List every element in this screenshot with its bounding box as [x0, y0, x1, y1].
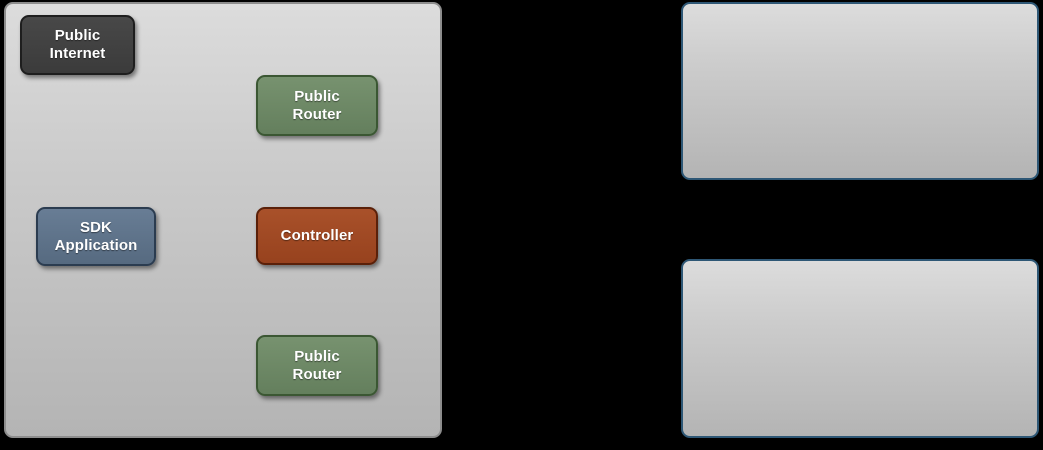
node-controller-label: Controller	[280, 227, 354, 245]
zone-public-network: Public Internet Public Router SDK Applic…	[4, 2, 442, 438]
node-sdk-application-label: SDK Application	[54, 218, 138, 254]
zone-private-network-2: Private Network 2 Private Router Applica…	[681, 259, 1039, 438]
node-public-internet-label: Public Internet	[49, 27, 106, 62]
node-public-router-top[interactable]: Public Router	[256, 75, 378, 136]
zone-private-network-1: Private Network 1 Private Router Applica…	[681, 2, 1039, 180]
node-public-internet[interactable]: Public Internet	[20, 15, 135, 75]
node-public-router-top-label: Public Router	[292, 87, 342, 123]
node-public-router-bottom-label: Public Router	[292, 347, 342, 383]
node-controller[interactable]: Controller	[256, 207, 378, 265]
node-public-router-bottom[interactable]: Public Router	[256, 335, 378, 396]
node-sdk-application[interactable]: SDK Application	[36, 207, 156, 266]
